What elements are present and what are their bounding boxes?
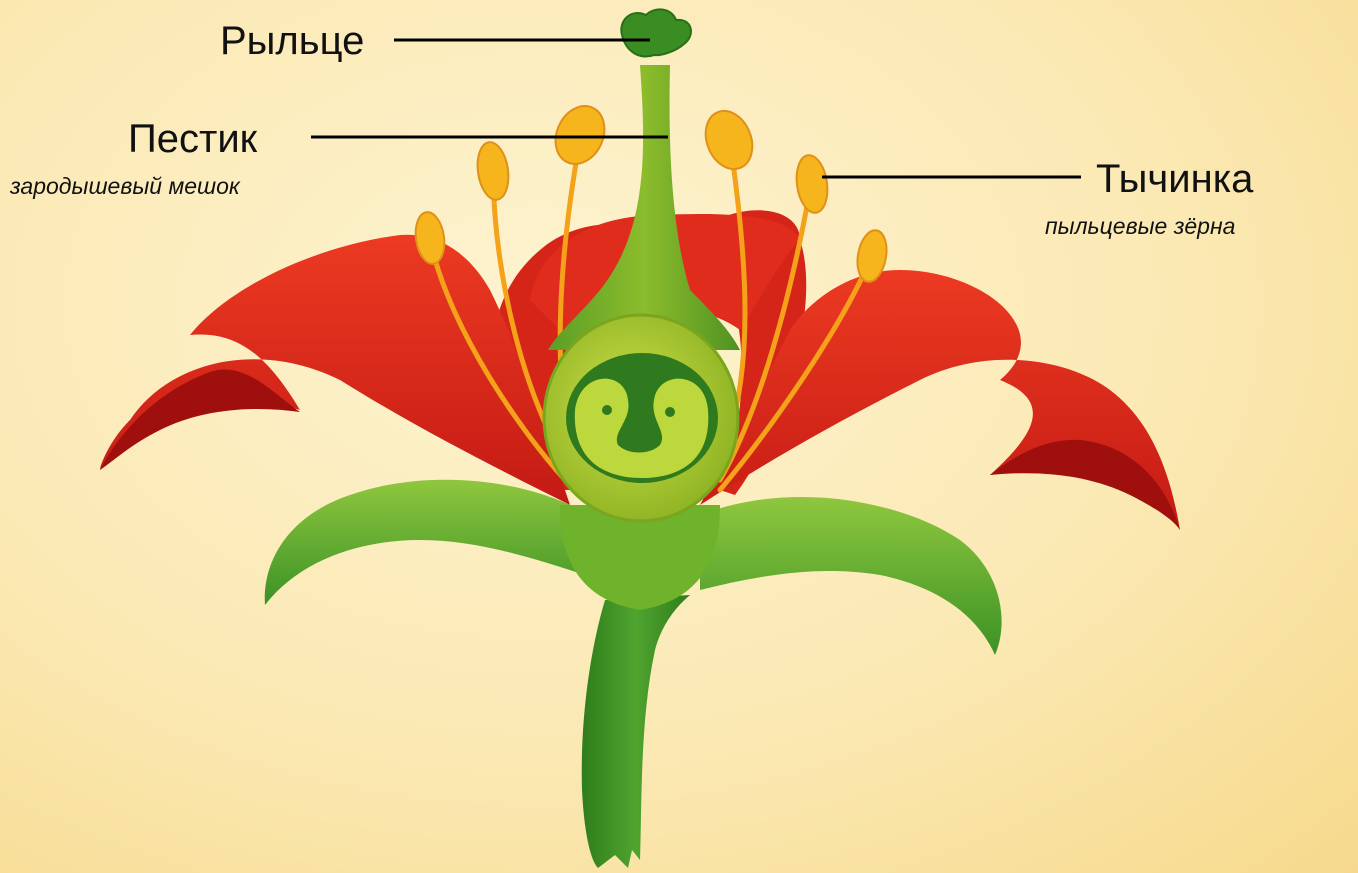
sepal-right — [700, 497, 1002, 655]
pistil-label: Пестик — [128, 119, 257, 159]
petal-left — [100, 235, 570, 505]
stigma-label: Рыльце — [220, 21, 364, 61]
anther-5 — [793, 153, 831, 215]
ovule-right — [665, 407, 675, 417]
pistil-sublabel: зародышевый мешок — [10, 175, 240, 198]
stamen-sublabel: пыльцевые зёрна — [1045, 215, 1235, 238]
stigma — [621, 9, 691, 56]
anther-2 — [474, 140, 512, 202]
ovule-left — [602, 405, 612, 415]
leader-lines — [311, 40, 1081, 177]
anther-3 — [546, 98, 613, 172]
stamen-label: Тычинка — [1096, 159, 1253, 199]
stem — [582, 595, 690, 868]
sepal-left — [265, 480, 600, 605]
anther-4 — [697, 104, 760, 176]
